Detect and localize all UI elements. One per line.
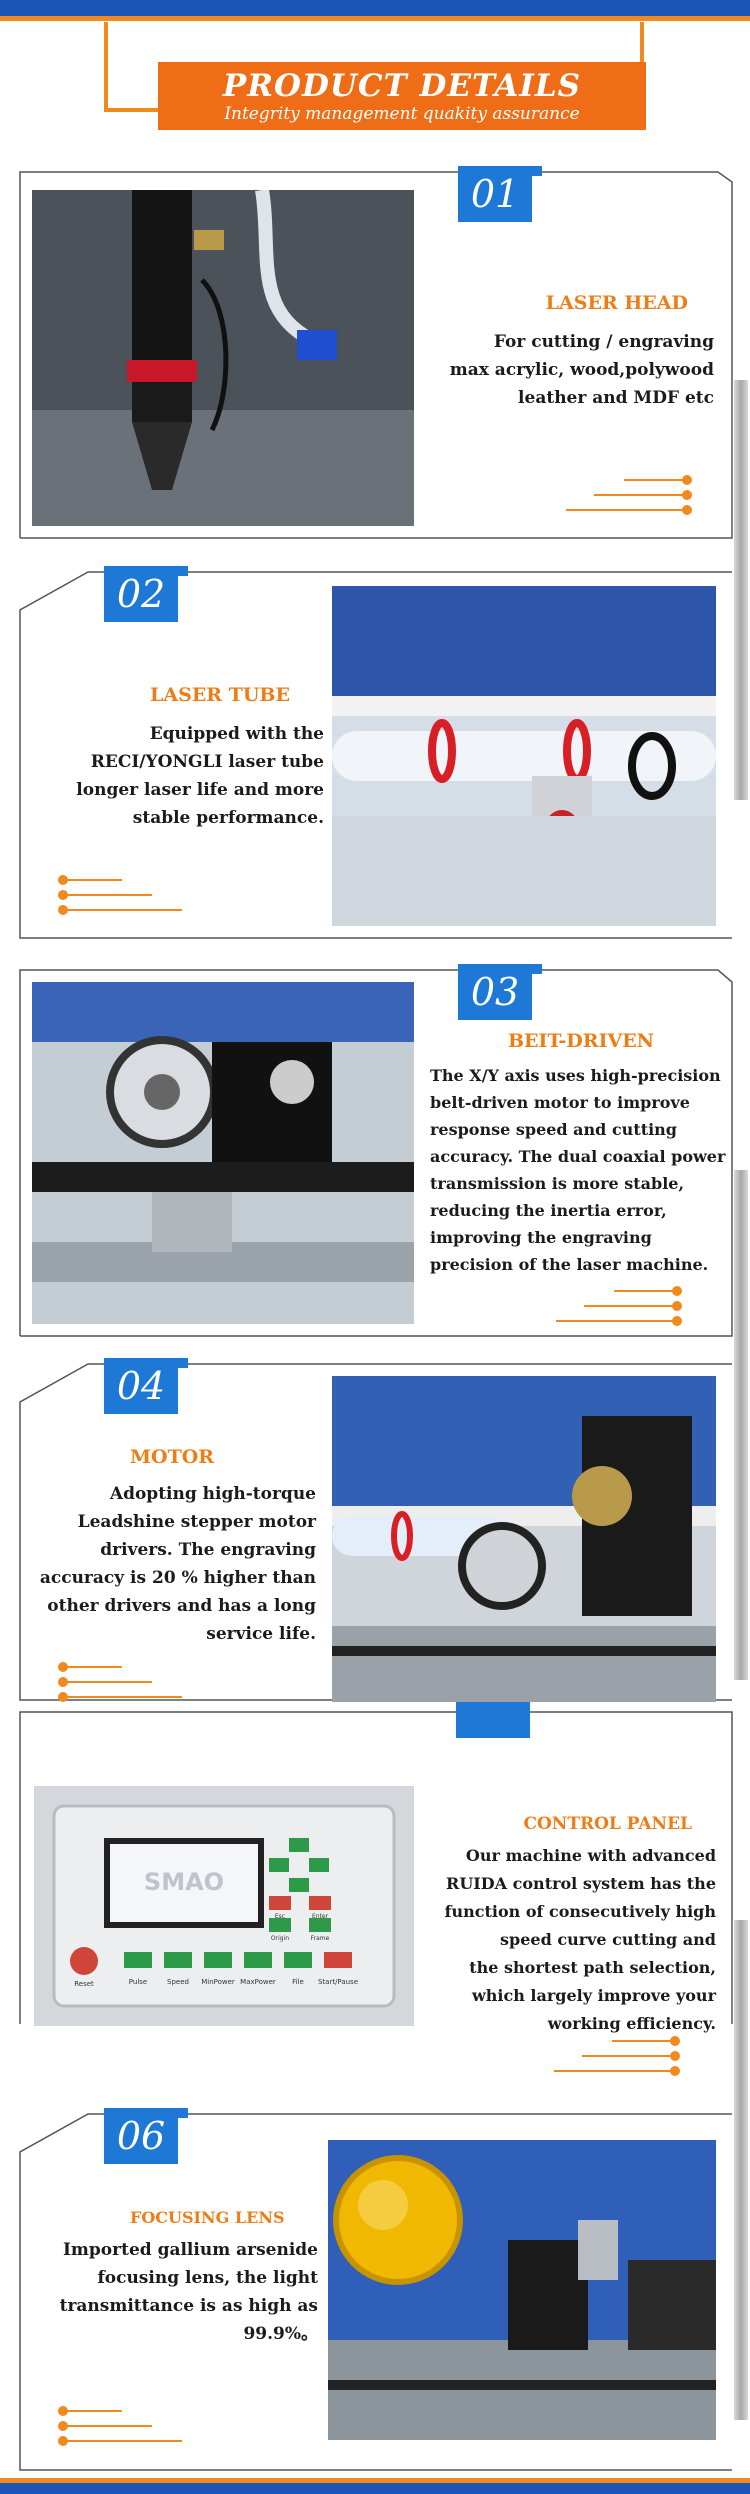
decorative-lines — [566, 475, 706, 515]
page-subtitle: Integrity management quakity assurance — [224, 104, 580, 124]
panel-button-label-reset: Reset — [74, 1980, 94, 1988]
section-frame — [19, 1363, 732, 1701]
section-frame — [19, 2113, 732, 2471]
section-number: 03 — [458, 964, 532, 1020]
focusing-lens-photo — [328, 2140, 716, 2440]
edge-bar — [734, 380, 748, 800]
panel-button-label-file: File — [292, 1978, 304, 1986]
section-frame — [19, 1711, 733, 2024]
page-title: PRODUCT DETAILS — [222, 68, 582, 104]
panel-button-label-pulse: Pulse — [129, 1978, 147, 1986]
edge-bar — [734, 1170, 748, 1680]
section-number: 04 — [104, 1358, 178, 1414]
edge-bar — [734, 1920, 748, 2420]
belt-driven-photo — [32, 982, 414, 1324]
number-tab — [178, 566, 188, 576]
decorative-lines — [554, 2036, 694, 2076]
section-focusing-lens: 06 FOCUSING LENS Imported gallium arseni… — [18, 2108, 734, 2472]
panel-screen-brand: SMAO — [144, 1868, 224, 1896]
decorative-lines — [556, 1286, 696, 1326]
laser-tube-photo — [332, 586, 716, 926]
decorative-lines — [58, 1662, 198, 1702]
section-belt-driven: 03 BEIT-DRIVEN The X/Y axis uses high-pr… — [18, 964, 734, 1338]
decorative-lines — [58, 875, 198, 915]
section-heading: FOCUSING LENS — [130, 2208, 285, 2227]
section-heading: BEIT-DRIVEN — [508, 1030, 655, 1052]
top-orange-bar — [0, 16, 750, 21]
panel-side-label-esc: Esc — [275, 1913, 285, 1920]
panel-side-label-enter: Enter — [312, 1913, 329, 1920]
section-number: 02 — [104, 566, 178, 622]
section-frame — [19, 171, 733, 539]
panel-button-label-startpause: Start/Pause — [318, 1978, 358, 1986]
header-banner: PRODUCT DETAILS Integrity management qua… — [158, 62, 646, 130]
number-tab — [178, 1358, 188, 1368]
section-number — [456, 1702, 530, 1738]
bottom-blue-bar — [0, 2483, 750, 2494]
section-number: 01 — [458, 166, 532, 222]
panel-side-label-origin: Origin — [271, 1935, 289, 1942]
laser-head-photo — [32, 190, 414, 526]
section-number: 06 — [104, 2108, 178, 2164]
section-frame — [19, 571, 732, 939]
decorative-lines — [58, 2406, 198, 2446]
panel-side-label-frame: Frame — [311, 1935, 330, 1942]
control-panel-photo: SMAO Reset Pulse Speed MinPower MaxPower… — [34, 1786, 414, 2026]
panel-button-label-minpower: MinPower — [201, 1978, 235, 1986]
top-blue-bar — [0, 0, 750, 16]
section-control-panel: SMAO Reset Pulse Speed MinPower MaxPower… — [18, 1702, 734, 2076]
section-heading: CONTROL PANEL — [523, 1814, 692, 1834]
section-heading: MOTOR — [130, 1446, 215, 1468]
section-frame — [19, 969, 733, 1337]
number-tab — [178, 2108, 188, 2118]
section-heading: LASER HEAD — [545, 292, 688, 314]
panel-button-label-maxpower: MaxPower — [240, 1978, 276, 1986]
motor-photo — [332, 1376, 716, 1702]
number-tab — [532, 964, 542, 974]
panel-button-label-speed: Speed — [167, 1978, 189, 1986]
bottom-orange-bar — [0, 2478, 750, 2483]
section-heading: LASER TUBE — [150, 684, 290, 706]
number-tab — [532, 166, 542, 176]
